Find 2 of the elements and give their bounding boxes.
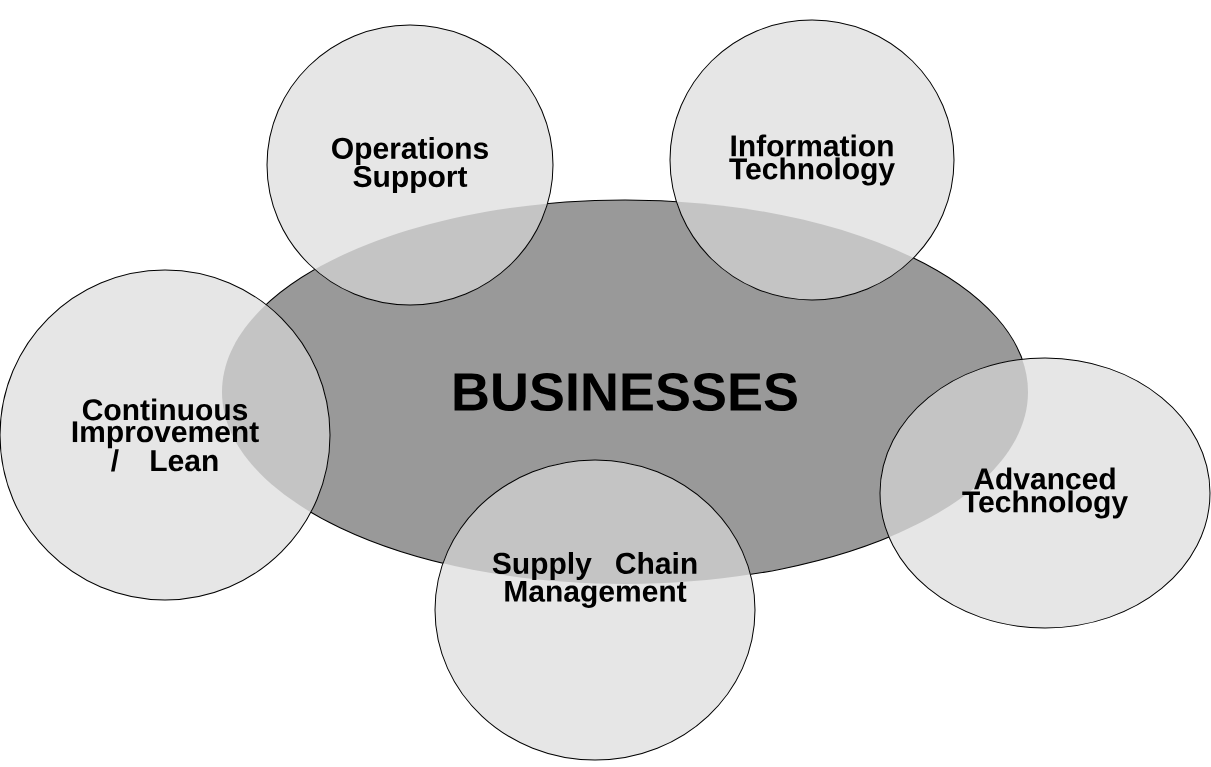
node-label: Operations Support — [332, 136, 488, 194]
node-label: Information Technology — [729, 134, 895, 186]
